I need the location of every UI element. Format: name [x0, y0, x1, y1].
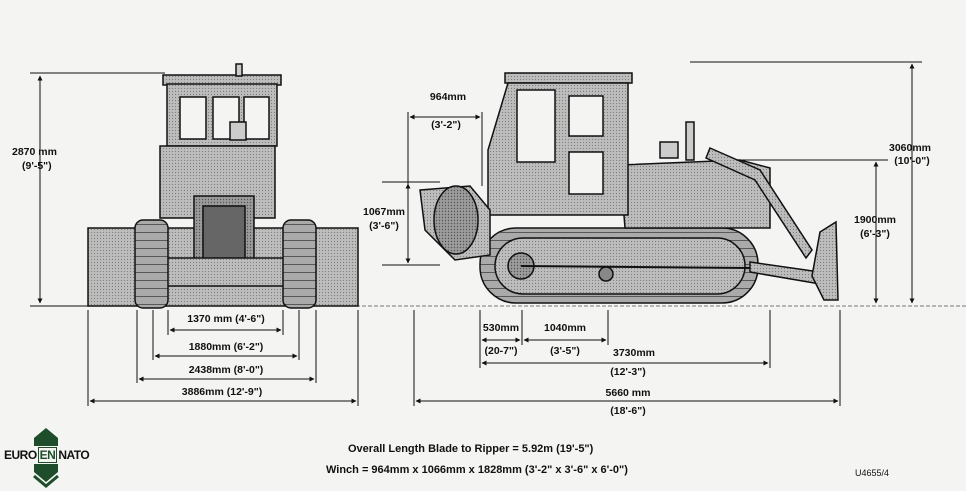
- front-height-metric: 2870 mm: [12, 146, 57, 158]
- overall-length-imperial: (18'-6"): [610, 405, 645, 417]
- sprocket-imperial: (3'-5"): [550, 345, 580, 357]
- rear-offset-imperial: (20-7"): [485, 345, 518, 357]
- track-length-imperial: (12'-3"): [610, 366, 645, 378]
- front-view-dozer: [87, 63, 359, 309]
- side-view-dozer: [419, 72, 839, 304]
- sprocket-metric: 1040mm: [544, 322, 586, 334]
- blade-width-label: 3886mm (12'-9"): [182, 386, 262, 398]
- front-dimension-lines: [30, 72, 359, 406]
- blade-height-imperial: (6'-3"): [860, 228, 890, 240]
- figure-code: U4655/4: [855, 468, 890, 478]
- track-length-metric: 3730mm: [613, 347, 655, 359]
- cab-height-imperial: (10'-0"): [894, 155, 929, 167]
- side-dimension-lines: [382, 61, 922, 406]
- winch-caption: Winch = 964mm x 1066mm x 1828mm (3'-2" x…: [326, 464, 628, 476]
- winch-width-imperial: (3'-2"): [431, 119, 461, 131]
- overall-length-caption: Overall Length Blade to Ripper = 5.92m (…: [348, 443, 594, 455]
- track-gauge-label: 1370 mm (4'-6"): [187, 313, 265, 325]
- winch-height-metric: 1067mm: [363, 206, 405, 218]
- front-height-imperial: (9'-5"): [22, 160, 52, 172]
- body-width-label: 2438mm (8'-0"): [189, 364, 264, 376]
- cab-height-metric: 3060mm: [889, 142, 931, 154]
- winch-height-imperial: (3'-6"): [369, 220, 399, 232]
- logo-nato: NATO: [58, 448, 90, 462]
- blade-height-metric: 1900mm: [854, 214, 896, 226]
- rear-offset-metric: 530mm: [483, 322, 519, 334]
- track-outer-label: 1880mm (6'-2"): [189, 341, 264, 353]
- logo-euro: EURO: [4, 448, 37, 462]
- logo-wordmark: EURO EN NATO: [4, 447, 92, 463]
- logo-en: EN: [37, 447, 58, 463]
- winch-width-metric: 964mm: [430, 91, 466, 103]
- overall-length-metric: 5660 mm: [606, 387, 651, 399]
- euro-en-nato-logo: EURO EN NATO: [4, 424, 92, 490]
- chevron-emblem-icon: [33, 428, 59, 488]
